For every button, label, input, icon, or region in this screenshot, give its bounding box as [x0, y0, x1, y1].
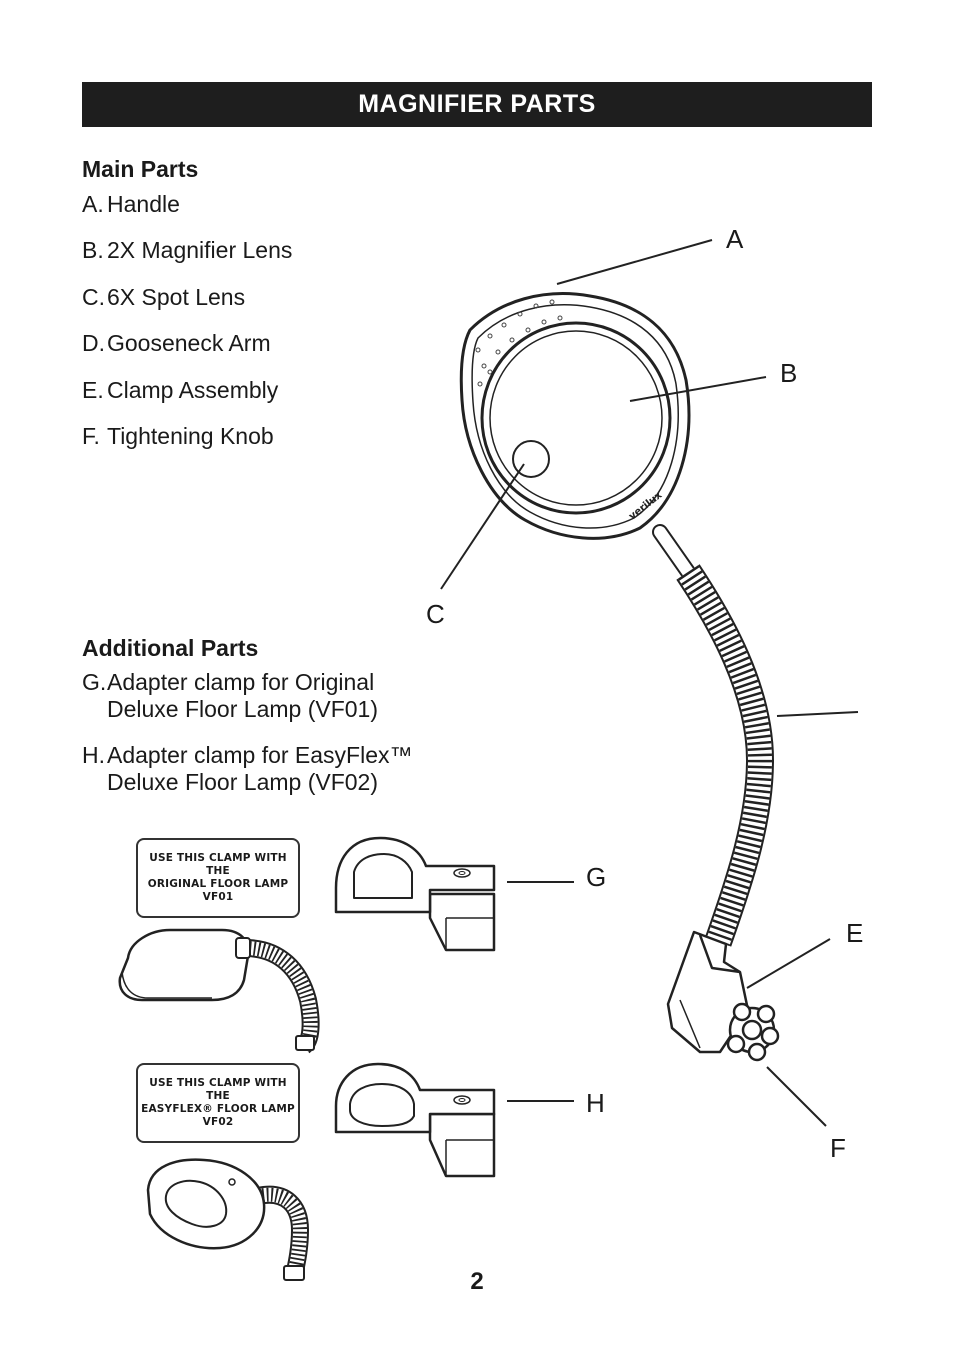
leader-line-a: [556, 239, 713, 285]
part-label: 6X Spot Lens: [107, 284, 246, 310]
callout-a: A: [726, 224, 744, 254]
tightening-knob: [726, 1002, 780, 1062]
vf01-label-line2: ORIGINAL FLOOR LAMP: [147, 878, 289, 890]
vf02-label-line3: VF02: [202, 1116, 234, 1128]
vf02-label-line1: USE THIS CLAMP WITH THE: [149, 1077, 287, 1102]
part-item-c: C. 6X Spot Lens: [82, 284, 245, 311]
leader-line-f: [766, 1066, 827, 1127]
callout-h: H: [586, 1088, 605, 1118]
section-title: MAGNIFIER PARTS: [358, 90, 596, 118]
leader-lines: [440, 239, 859, 1127]
part-label: Clamp Assembly: [107, 377, 279, 403]
leader-line-c: [440, 463, 525, 590]
part-label: Gooseneck Arm: [107, 330, 271, 356]
callout-g: G: [586, 862, 607, 892]
leader-line-e: [746, 938, 831, 989]
part-label: Handle: [107, 191, 180, 217]
vf01-clamp-label: USE THIS CLAMP WITH THE ORIGINAL FLOOR L…: [136, 838, 300, 918]
leader-line-b: [629, 376, 767, 402]
page-number: 2: [470, 1268, 484, 1295]
part-item-e: E. Clamp Assembly: [82, 377, 278, 404]
main-parts-heading: Main Parts: [82, 156, 199, 182]
easyflex-floor-lamp-head: [146, 1158, 310, 1281]
part-key: C.: [82, 284, 105, 310]
part-item-h: H. Adapter clamp for EasyFlex™ Deluxe Fl…: [82, 742, 413, 796]
adapter-clamp-vf01: [334, 836, 496, 952]
part-key: F.: [82, 423, 100, 449]
part-key: G.: [82, 669, 107, 695]
callout-f: F: [830, 1133, 846, 1163]
part-key: H.: [82, 742, 105, 768]
part-item-d: D. Gooseneck Arm: [82, 330, 271, 357]
callout-c: C: [426, 599, 445, 629]
part-item-a: A. Handle: [82, 191, 180, 218]
part-label: Adapter clamp for Original Deluxe Floor …: [107, 669, 378, 722]
leader-line-d: [776, 711, 859, 717]
magnifier-head: verilux: [459, 292, 691, 540]
part-key: B.: [82, 237, 104, 263]
part-key: D.: [82, 330, 105, 356]
part-item-f: F. Tightening Knob: [82, 423, 274, 450]
section-title-banner: MAGNIFIER PARTS: [82, 82, 872, 127]
vf01-label-line1: USE THIS CLAMP WITH THE: [149, 852, 287, 877]
callout-e: E: [846, 918, 864, 948]
part-item-b: B. 2X Magnifier Lens: [82, 237, 292, 264]
adapter-clamp-vf02: [334, 1062, 496, 1178]
part-key: A.: [82, 191, 104, 217]
additional-parts-heading: Additional Parts: [82, 635, 259, 661]
vf01-label-line3: VF01: [202, 891, 234, 903]
callout-b: B: [780, 358, 798, 388]
original-floor-lamp-head: [118, 928, 320, 1054]
vf02-clamp-label: USE THIS CLAMP WITH THE EASYFLEX® FLOOR …: [136, 1063, 300, 1143]
part-item-g: G. Adapter clamp for Original Deluxe Flo…: [82, 669, 378, 723]
gooseneck-arm: [652, 524, 775, 947]
vf02-label-line2: EASYFLEX® FLOOR LAMP: [141, 1103, 295, 1115]
part-label: 2X Magnifier Lens: [107, 237, 293, 263]
part-key: E.: [82, 377, 104, 403]
part-label: Adapter clamp for EasyFlex™ Deluxe Floor…: [107, 742, 413, 795]
part-label: Tightening Knob: [107, 423, 274, 449]
